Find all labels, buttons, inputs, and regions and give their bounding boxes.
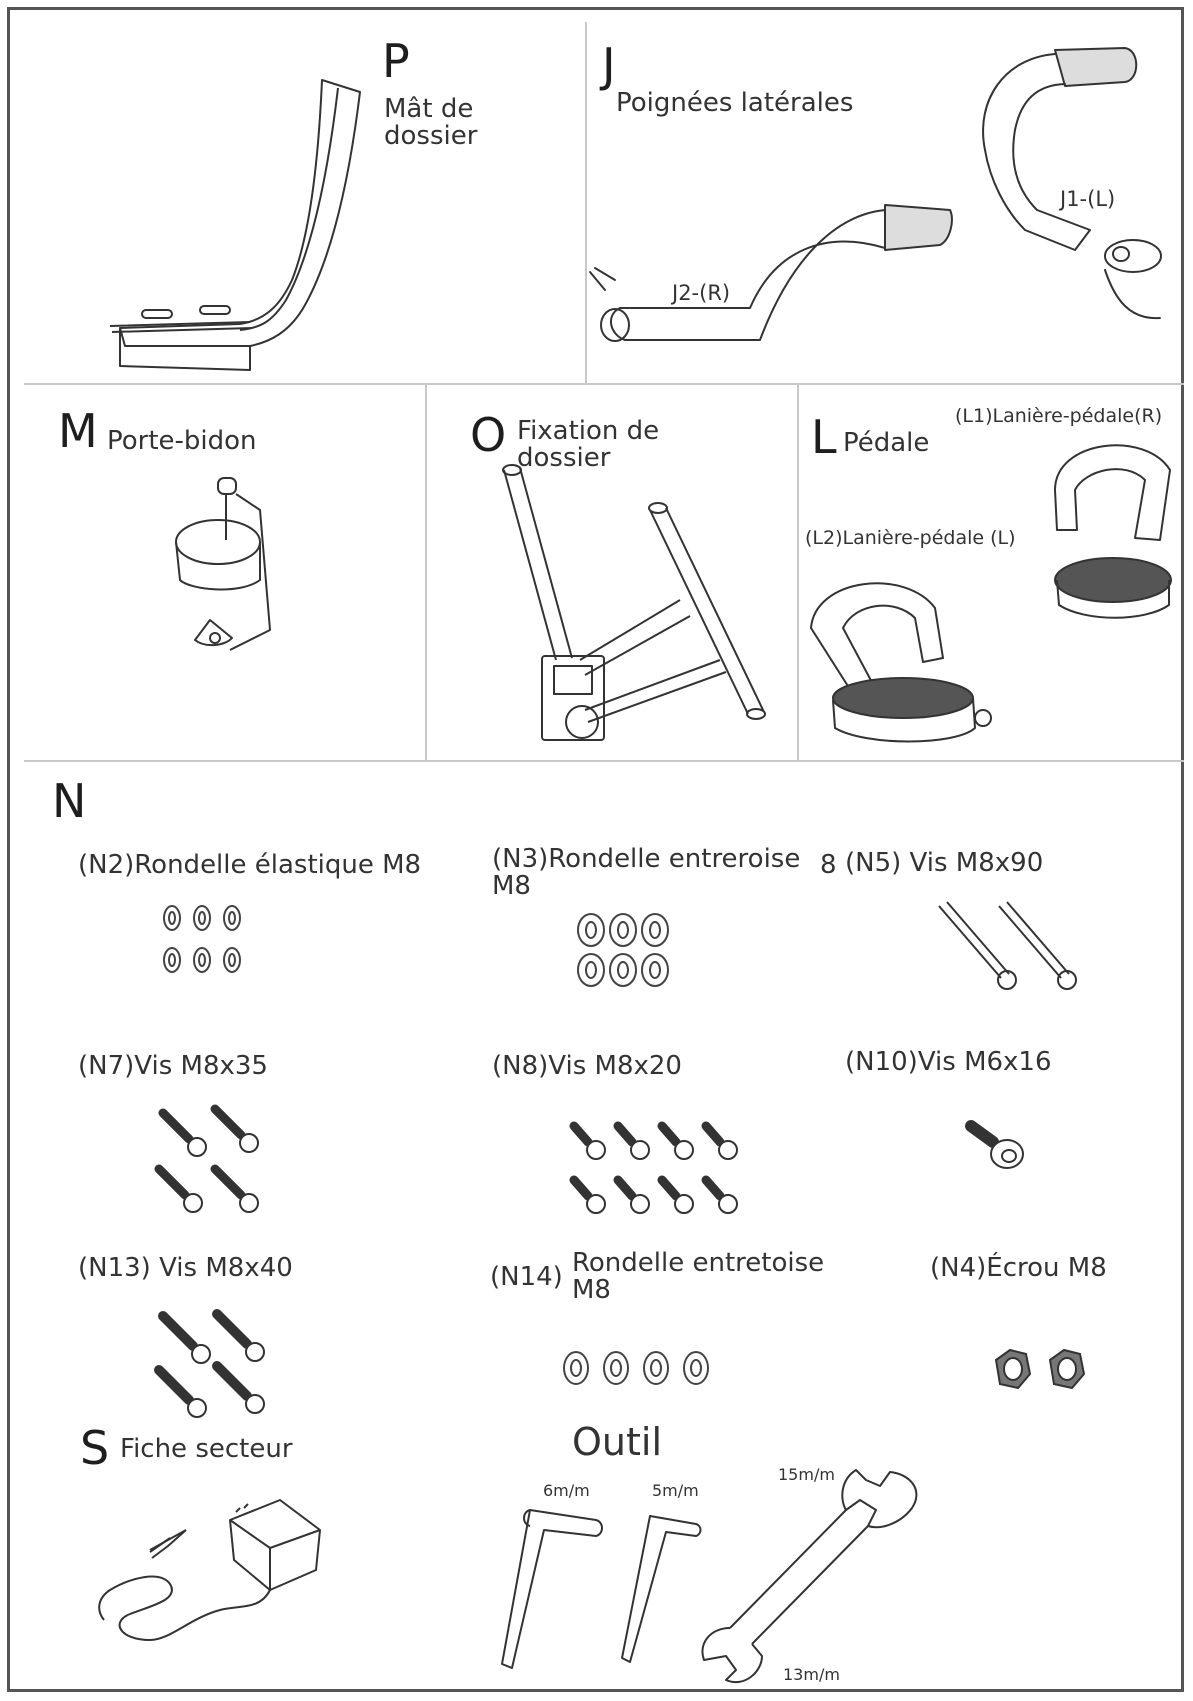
n4-label: (N4)Écrou M8 xyxy=(930,1253,1107,1283)
n7-label: (N7)Vis M8x35 xyxy=(78,1051,268,1081)
n7-bolts-drawing xyxy=(155,1105,265,1215)
wrench-drawing xyxy=(690,1460,930,1685)
section-p-label: Mât de dossier xyxy=(384,94,478,152)
section-s-label: Fiche secteur xyxy=(120,1434,293,1464)
divider-mid-vertical-2 xyxy=(797,385,799,760)
section-o-letter: O xyxy=(470,408,507,462)
n8-bolts-drawing xyxy=(570,1120,760,1220)
divider-row-2 xyxy=(24,760,1184,762)
section-n-letter: N xyxy=(52,774,87,828)
n3-spacer-washers-drawing xyxy=(575,910,675,990)
tool-13mm-label: 13m/m xyxy=(783,1665,840,1684)
section-s-letter: S xyxy=(80,1421,110,1475)
n10-bolt-drawing xyxy=(965,1118,1035,1178)
power-adapter-drawing xyxy=(90,1490,330,1650)
n5-prefix: 8 xyxy=(820,850,837,880)
tool-15mm-label: 15m/m xyxy=(778,1465,835,1484)
n14-spacer-washers-drawing xyxy=(560,1348,730,1388)
divider-row-1 xyxy=(24,383,1184,385)
n2-spring-washers-drawing xyxy=(160,900,250,980)
section-j-letter: J xyxy=(602,38,616,92)
section-j-label: Poignées latérales xyxy=(616,88,854,118)
section-m-letter: M xyxy=(58,404,98,458)
side-handles-drawing xyxy=(585,40,1185,380)
divider-top-vertical xyxy=(585,22,587,384)
n5-label: (N5) Vis M8x90 xyxy=(845,848,1044,878)
tool-title: Outil xyxy=(572,1420,663,1464)
strap-l2-label: (L2)Lanière-pédale (L) xyxy=(805,527,1016,549)
handle-j2-label: J2-(R) xyxy=(672,281,731,305)
page-frame xyxy=(7,7,1184,1692)
tool-6mm-label: 6m/m xyxy=(543,1481,590,1500)
pedal-right-drawing xyxy=(1045,430,1175,630)
n3-label: (N3)Rondelle entreroise M8 xyxy=(492,844,801,902)
section-m-label: Porte-bidon xyxy=(107,426,257,456)
section-l-letter: L xyxy=(811,410,837,464)
n5-bolts-drawing xyxy=(935,900,1085,990)
n14-label: Rondelle entretoise M8 xyxy=(572,1248,825,1306)
n2-label: (N2)Rondelle élastique M8 xyxy=(78,850,422,880)
pedal-left-drawing xyxy=(805,568,1015,768)
backrest-mast-drawing xyxy=(100,70,400,380)
n13-label: (N13) Vis M8x40 xyxy=(78,1253,293,1283)
n4-nuts-drawing xyxy=(990,1346,1090,1396)
n14-id: (N14) xyxy=(490,1262,563,1292)
divider-mid-vertical-1 xyxy=(425,385,427,760)
handle-j1-label: J1-(L) xyxy=(1060,187,1116,211)
tool-5mm-label: 5m/m xyxy=(652,1481,699,1500)
backrest-bracket-drawing xyxy=(490,460,770,750)
hex-key-6mm-drawing xyxy=(500,1500,620,1680)
n13-bolts-drawing xyxy=(155,1310,275,1420)
n10-label: (N10)Vis M6x16 xyxy=(845,1047,1052,1077)
section-o-label: Fixation de dossier xyxy=(517,416,660,474)
section-l-label: Pédale xyxy=(843,428,930,458)
bottle-holder-drawing xyxy=(170,470,310,660)
n8-label: (N8)Vis M8x20 xyxy=(492,1051,682,1081)
section-p-letter: P xyxy=(382,34,410,88)
hex-key-5mm-drawing xyxy=(620,1508,710,1668)
strap-l1-label: (L1)Lanière-pédale(R) xyxy=(955,405,1163,427)
